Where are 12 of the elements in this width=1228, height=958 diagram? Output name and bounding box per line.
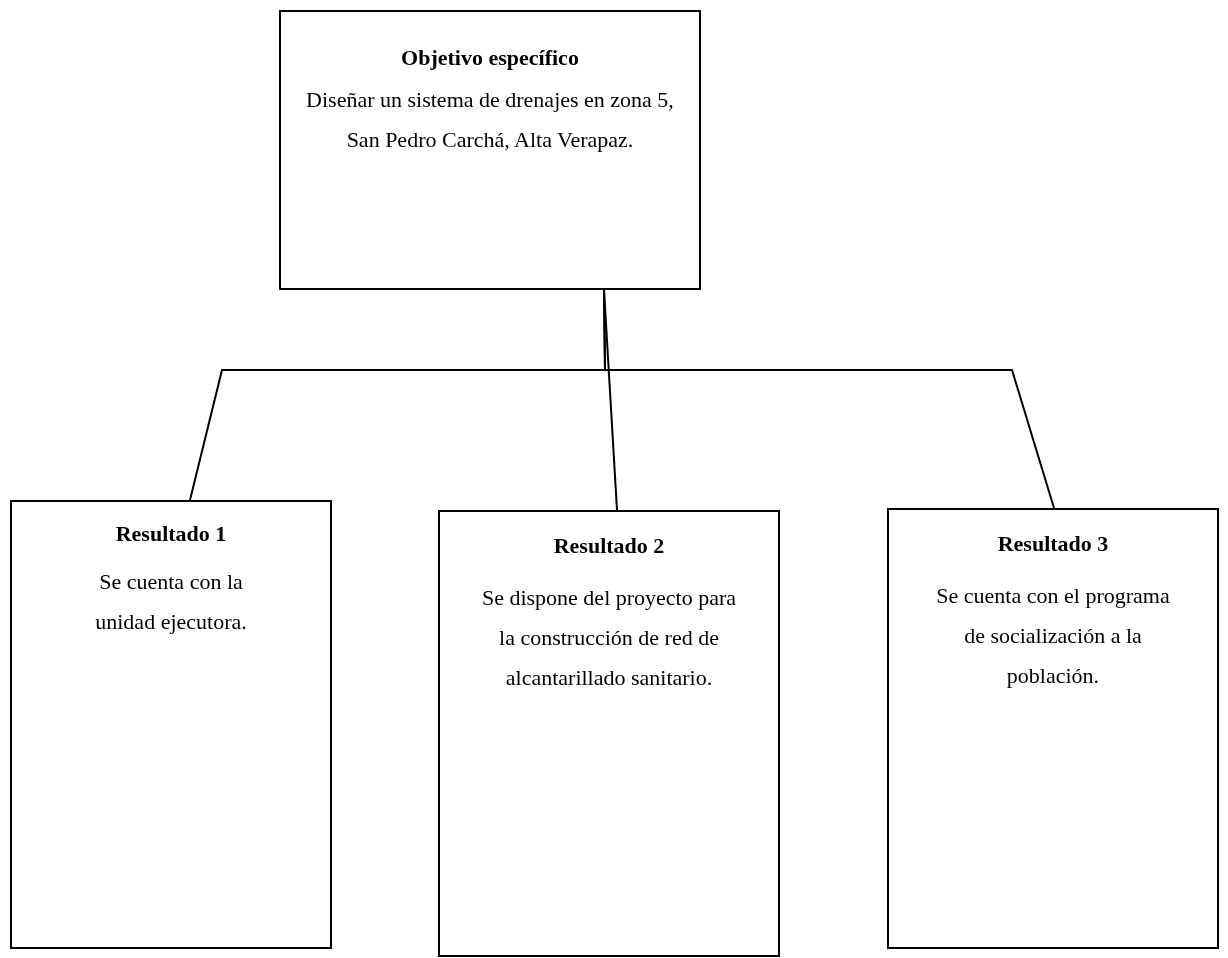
text-box [887,508,1219,949]
box-heading: Objetivo específico [401,44,579,72]
box-text: Se cuenta con la unidad ejecutora. [94,568,248,636]
box-text: Se dispone del proyecto para la construcción de red de alcantarillado sanitario. [480,584,738,692]
box-heading: Resultado 2 [553,532,665,560]
text-box [438,510,780,957]
box-heading: Resultado 3 [997,530,1109,558]
text-box [10,500,332,949]
box-heading: Resultado 1 [115,520,227,548]
text-box [279,10,701,290]
box-text: Diseñar un sistema de drenajes en zona 5, San Pedro Carchá, Alta Verapaz. [305,86,675,154]
box-text: Se cuenta con el programa de socialización a la población. [935,582,1171,690]
